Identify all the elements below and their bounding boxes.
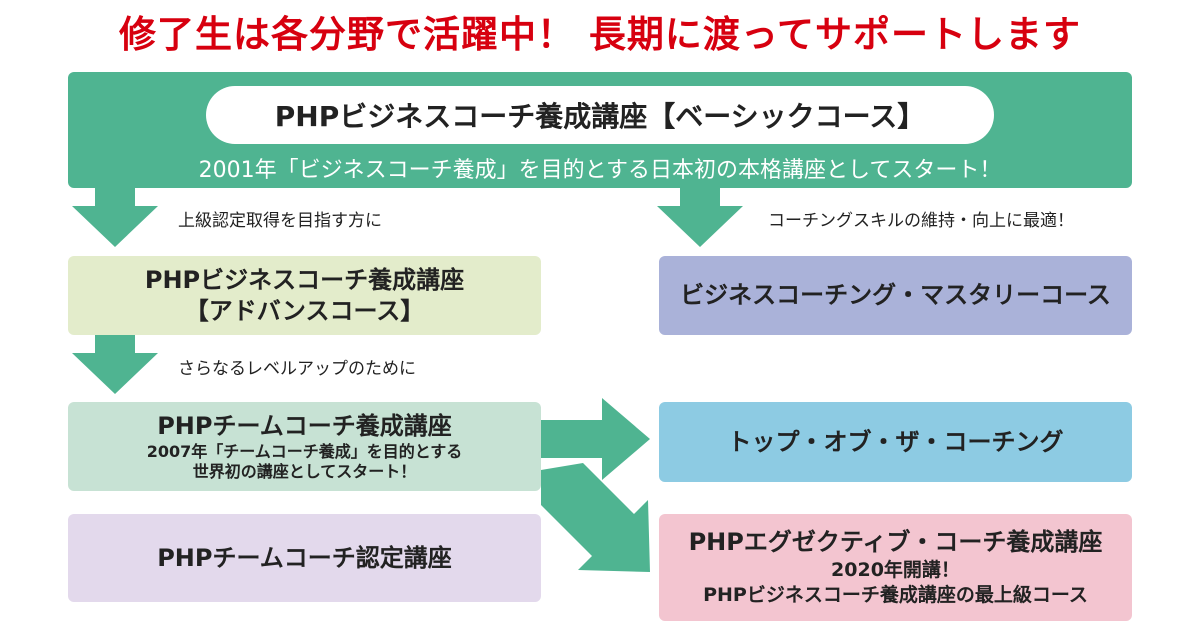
team-course-title: PHPチームコーチ養成講座 [157,412,452,440]
note-left-top: 上級認定取得を目指す方に [178,211,382,231]
right-arrow-top [541,398,650,480]
team-cert-title: PHPチームコーチ認定講座 [157,543,452,572]
exec-course-title: PHPエグゼクティブ・コーチ養成講座 [688,528,1103,556]
team-course-box: PHPチームコーチ養成講座 2007年「チームコーチ養成」を目的とする 世界初の… [68,402,541,491]
top-course-box: トップ・オブ・ザ・コーチング [659,402,1132,482]
down-arrow-left-2 [72,335,158,394]
advanced-course-line1: PHPビジネスコーチ養成講座 [144,265,465,294]
advanced-course-line2: 【アドバンスコース】 [184,296,425,325]
note-left-mid: さらなるレベルアップのために [178,359,416,379]
team-course-sub1: 2007年「チームコーチ養成」を目的とする [146,442,463,461]
down-arrow-left-1 [72,188,158,247]
down-arrow-right [657,188,743,247]
top-course-title: トップ・オブ・ザ・コーチング [727,427,1064,456]
exec-course-sub2: PHPビジネスコーチ養成講座の最上級コース [703,584,1088,606]
basic-course-subtitle: 2001年「ビジネスコーチ養成」を目的とする日本初の本格講座としてスタート！ [198,158,1002,183]
headline: 修了生は各分野で活躍中！ 長期に渡ってサポートします [118,13,1082,56]
mastery-course-title: ビジネスコーチング・マスタリーコース [680,281,1111,309]
exec-course-sub1: 2020年開講！ [831,559,960,581]
exec-course-box: PHPエグゼクティブ・コーチ養成講座 2020年開講！ PHPビジネスコーチ養成… [659,514,1132,621]
basic-course-title: PHPビジネスコーチ養成講座【ベーシックコース】 [206,86,994,144]
team-cert-box: PHPチームコーチ認定講座 [68,514,541,602]
advanced-course-box: PHPビジネスコーチ養成講座 【アドバンスコース】 [68,256,541,335]
basic-course-banner: PHPビジネスコーチ養成講座【ベーシックコース】 2001年「ビジネスコーチ養成… [68,72,1132,188]
mastery-course-box: ビジネスコーチング・マスタリーコース [659,256,1132,335]
team-course-sub2: 世界初の講座としてスタート！ [192,462,417,481]
diagonal-arrow-exec [541,463,650,572]
note-right-top: コーチングスキルの維持・向上に最適！ [768,211,1074,231]
